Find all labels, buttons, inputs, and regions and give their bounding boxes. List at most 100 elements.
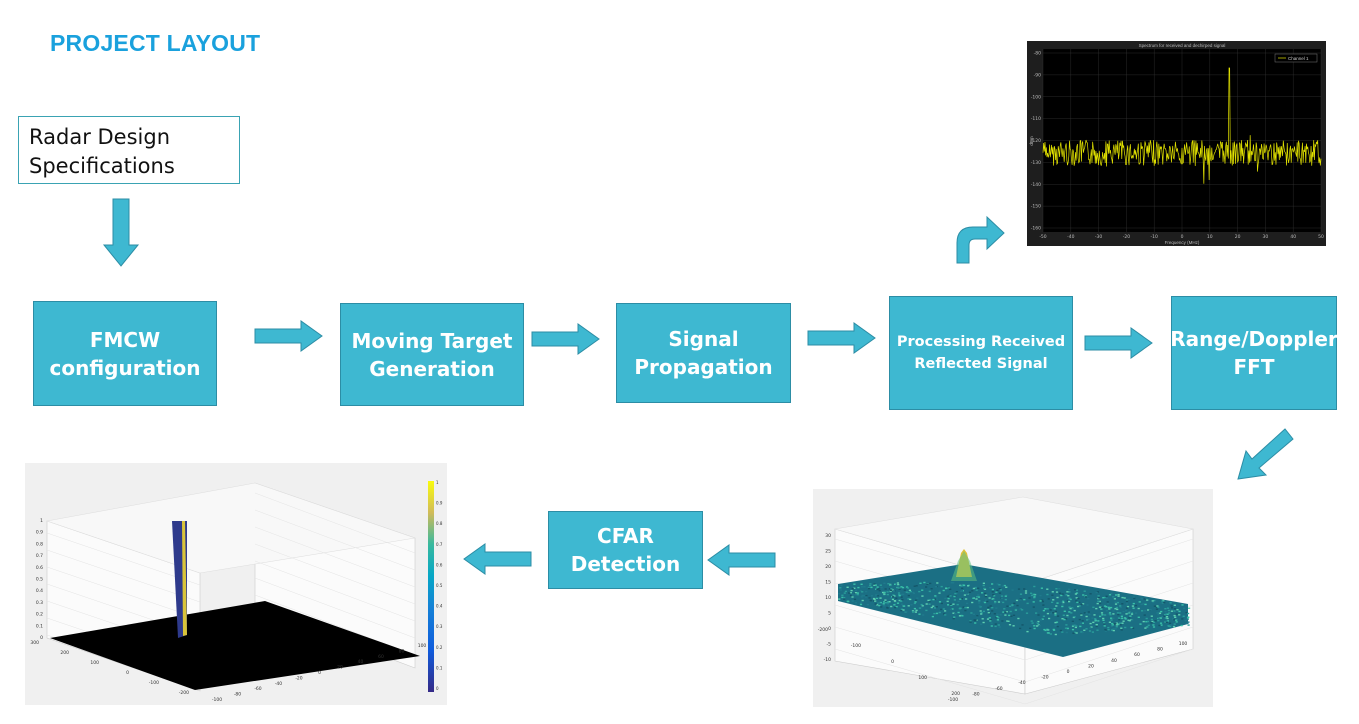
surface-cell: [977, 587, 980, 589]
surface-cell: [1129, 615, 1132, 617]
surface-cell: [1143, 598, 1146, 600]
surface-cell: [1066, 626, 1069, 629]
surface-cell: [1112, 628, 1115, 630]
surface-cell: [1114, 628, 1117, 630]
surface-cell: [880, 606, 883, 608]
surface-cell: [1052, 612, 1055, 614]
surface-cell: [1066, 616, 1069, 618]
surface-cell: [1086, 604, 1089, 606]
surface-cell: [1075, 632, 1078, 634]
surface-cell: [844, 590, 847, 593]
surface-cell: [1099, 615, 1102, 618]
surface-cell: [982, 582, 985, 584]
surface-cell: [1055, 591, 1059, 593]
surface-cell: [859, 590, 862, 592]
surface-cell: [848, 592, 851, 594]
grid-line: [46, 549, 201, 603]
surface-cell: [1178, 610, 1181, 613]
surface-cell: [1002, 611, 1005, 613]
surface-cell: [1186, 618, 1189, 621]
surface-cell: [914, 601, 917, 603]
z-tick-label: 0.1: [36, 623, 43, 629]
surface-cell: [927, 599, 930, 602]
surface-cell: [1120, 627, 1123, 629]
surface-cell: [1091, 631, 1094, 633]
surface-cell: [1169, 624, 1173, 626]
surface-cell: [1125, 607, 1129, 609]
surface-cell: [868, 597, 871, 599]
surface-cell: [982, 610, 985, 613]
surface-cell: [1036, 622, 1039, 625]
surface-cell: [1106, 601, 1109, 603]
surface-cell: [1094, 618, 1097, 620]
surface-cell: [900, 586, 903, 588]
surface-cell: [879, 597, 882, 599]
surface-cell: [889, 597, 892, 600]
surface-cell: [854, 593, 857, 595]
surface-cell: [851, 600, 854, 603]
surface-cell: [1168, 622, 1172, 624]
surface-cell: [978, 605, 981, 607]
surface-cell: [1175, 619, 1178, 621]
y-tick-label: 20: [337, 665, 343, 671]
surface-cell: [1168, 612, 1171, 614]
surface-cell: [1122, 610, 1125, 613]
surface-cell: [840, 584, 843, 587]
surface-cell: [1131, 605, 1134, 607]
surface-cell: [1104, 630, 1107, 632]
surface-cell: [996, 615, 999, 618]
surface-cell: [1061, 618, 1064, 620]
arrow-right-icon: [254, 320, 323, 352]
surface-cell: [1082, 594, 1085, 596]
surface-cell: [1054, 625, 1057, 627]
surface-cell: [1170, 610, 1173, 612]
z-tick-label: 0: [828, 626, 831, 632]
surface-cell: [922, 614, 925, 616]
surface-cell: [935, 612, 939, 615]
surface-cell: [1157, 618, 1161, 620]
surface-cell: [1150, 618, 1153, 621]
surface-cell: [1167, 609, 1170, 612]
surface-cell: [1105, 610, 1108, 612]
surface-cell: [918, 607, 921, 609]
surface-cell: [887, 583, 890, 585]
surface-cell: [1100, 608, 1103, 610]
surface-cell: [940, 585, 943, 588]
surface-cell: [1087, 597, 1090, 600]
surface-cell: [1110, 619, 1113, 621]
surface-cell: [1173, 614, 1176, 617]
surface-cell: [1169, 602, 1172, 604]
surface-cell: [1104, 629, 1108, 632]
surface-cell: [1046, 593, 1049, 596]
surface-cell: [1000, 597, 1003, 600]
surface-cell: [1049, 612, 1052, 615]
x-tick-label: 200: [60, 650, 69, 656]
surface-cell: [886, 601, 889, 603]
surface-cell: [946, 595, 949, 597]
surface-cell: [1127, 619, 1130, 621]
surface-cell: [895, 584, 898, 586]
surface-cell: [987, 612, 990, 614]
surface-cell: [953, 595, 956, 598]
surface-cell: [1181, 618, 1184, 620]
surface-cell: [966, 593, 969, 595]
surface-cell: [1001, 600, 1004, 603]
surface-cell: [952, 617, 955, 620]
surface-cell: [1097, 597, 1100, 600]
surface-cell: [1152, 624, 1155, 626]
arrow-right-icon: [1084, 327, 1153, 359]
surface-cell: [860, 596, 863, 598]
surface-cell: [1056, 602, 1059, 604]
surface-cell: [868, 585, 871, 588]
surface-cell: [928, 603, 931, 605]
y-tick-label: 80: [1157, 647, 1163, 653]
surface-cell: [1083, 590, 1086, 592]
spec-line-1: Radar Design: [29, 125, 171, 149]
surface-cell: [854, 593, 857, 596]
surface-cell: [853, 583, 856, 585]
surface-cell: [1087, 618, 1090, 620]
surface-cell: [1117, 593, 1120, 596]
surface-cell: [1119, 612, 1122, 614]
surface-cell: [1078, 601, 1081, 604]
surface-cell: [1074, 589, 1077, 591]
